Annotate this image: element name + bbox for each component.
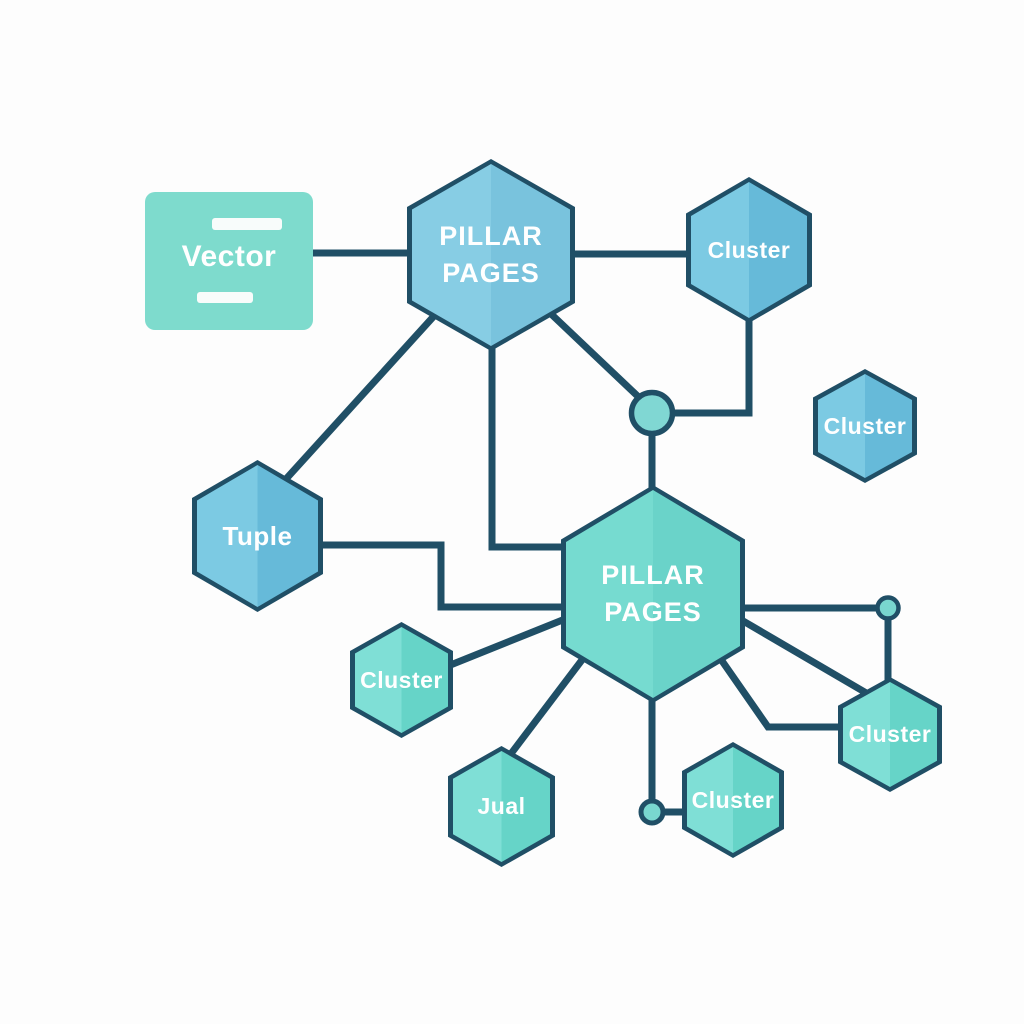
cluster-mid-left-label: Cluster <box>360 666 443 693</box>
edge-pillar-center-to-jual <box>507 649 591 758</box>
junction-dot-bottom <box>638 798 666 826</box>
edge-cluster-top-right-to-junction-top <box>668 318 753 417</box>
hexagon-face <box>355 627 448 733</box>
edge-pillar-top-to-pillar-center <box>488 348 572 551</box>
pillar-top-label-line2: PAGES <box>442 258 540 288</box>
cluster-right-label: Cluster <box>848 721 932 747</box>
edge-cluster-mid-left-to-pillar-center <box>446 613 572 670</box>
hexagon-cluster-right: Cluster <box>838 677 942 792</box>
pillar-top-label: PILLAR PAGES <box>439 218 543 292</box>
hexagon-face <box>818 374 912 478</box>
hexagon-face <box>687 747 779 853</box>
vector-card: Vector <box>145 192 313 330</box>
pillar-center-label: PILLAR PAGES <box>601 557 705 631</box>
tuple-label: Tuple <box>222 520 293 551</box>
junction-dot-top <box>628 389 676 437</box>
pillar-center-label-line1: PILLAR <box>601 560 705 590</box>
jual-label: Jual <box>477 793 526 819</box>
pillar-top-label-line1: PILLAR <box>439 221 543 251</box>
cluster-bottom-label: Cluster <box>691 786 775 813</box>
hexagon-pillar-top: PILLAR PAGES <box>407 159 575 351</box>
pillar-center-label-line2: PAGES <box>604 597 702 627</box>
edge-pillar-center-to-cluster-right-diagonal <box>736 614 870 698</box>
card-bar-top-icon <box>212 218 282 230</box>
hexagon-face <box>566 490 740 698</box>
edge-tuple-to-pillar-center <box>310 541 572 611</box>
edge-pillar-top-to-tuple <box>283 313 437 482</box>
edge-pillar-center-to-cluster-right-elbow <box>717 656 845 731</box>
vector-card-label: Vector <box>181 240 277 273</box>
edge-pillar-top-to-junction-top <box>546 309 650 408</box>
cluster-right-mid-label: Cluster <box>823 412 907 439</box>
card-bar-bottom-icon <box>197 292 253 303</box>
hexagon-jual: Jual <box>448 746 555 867</box>
cluster-top-right-label: Cluster <box>707 236 791 263</box>
hexagon-face <box>843 682 937 787</box>
hexagon-cluster-right-mid: Cluster <box>813 369 917 483</box>
junction-dot-right <box>875 595 901 621</box>
